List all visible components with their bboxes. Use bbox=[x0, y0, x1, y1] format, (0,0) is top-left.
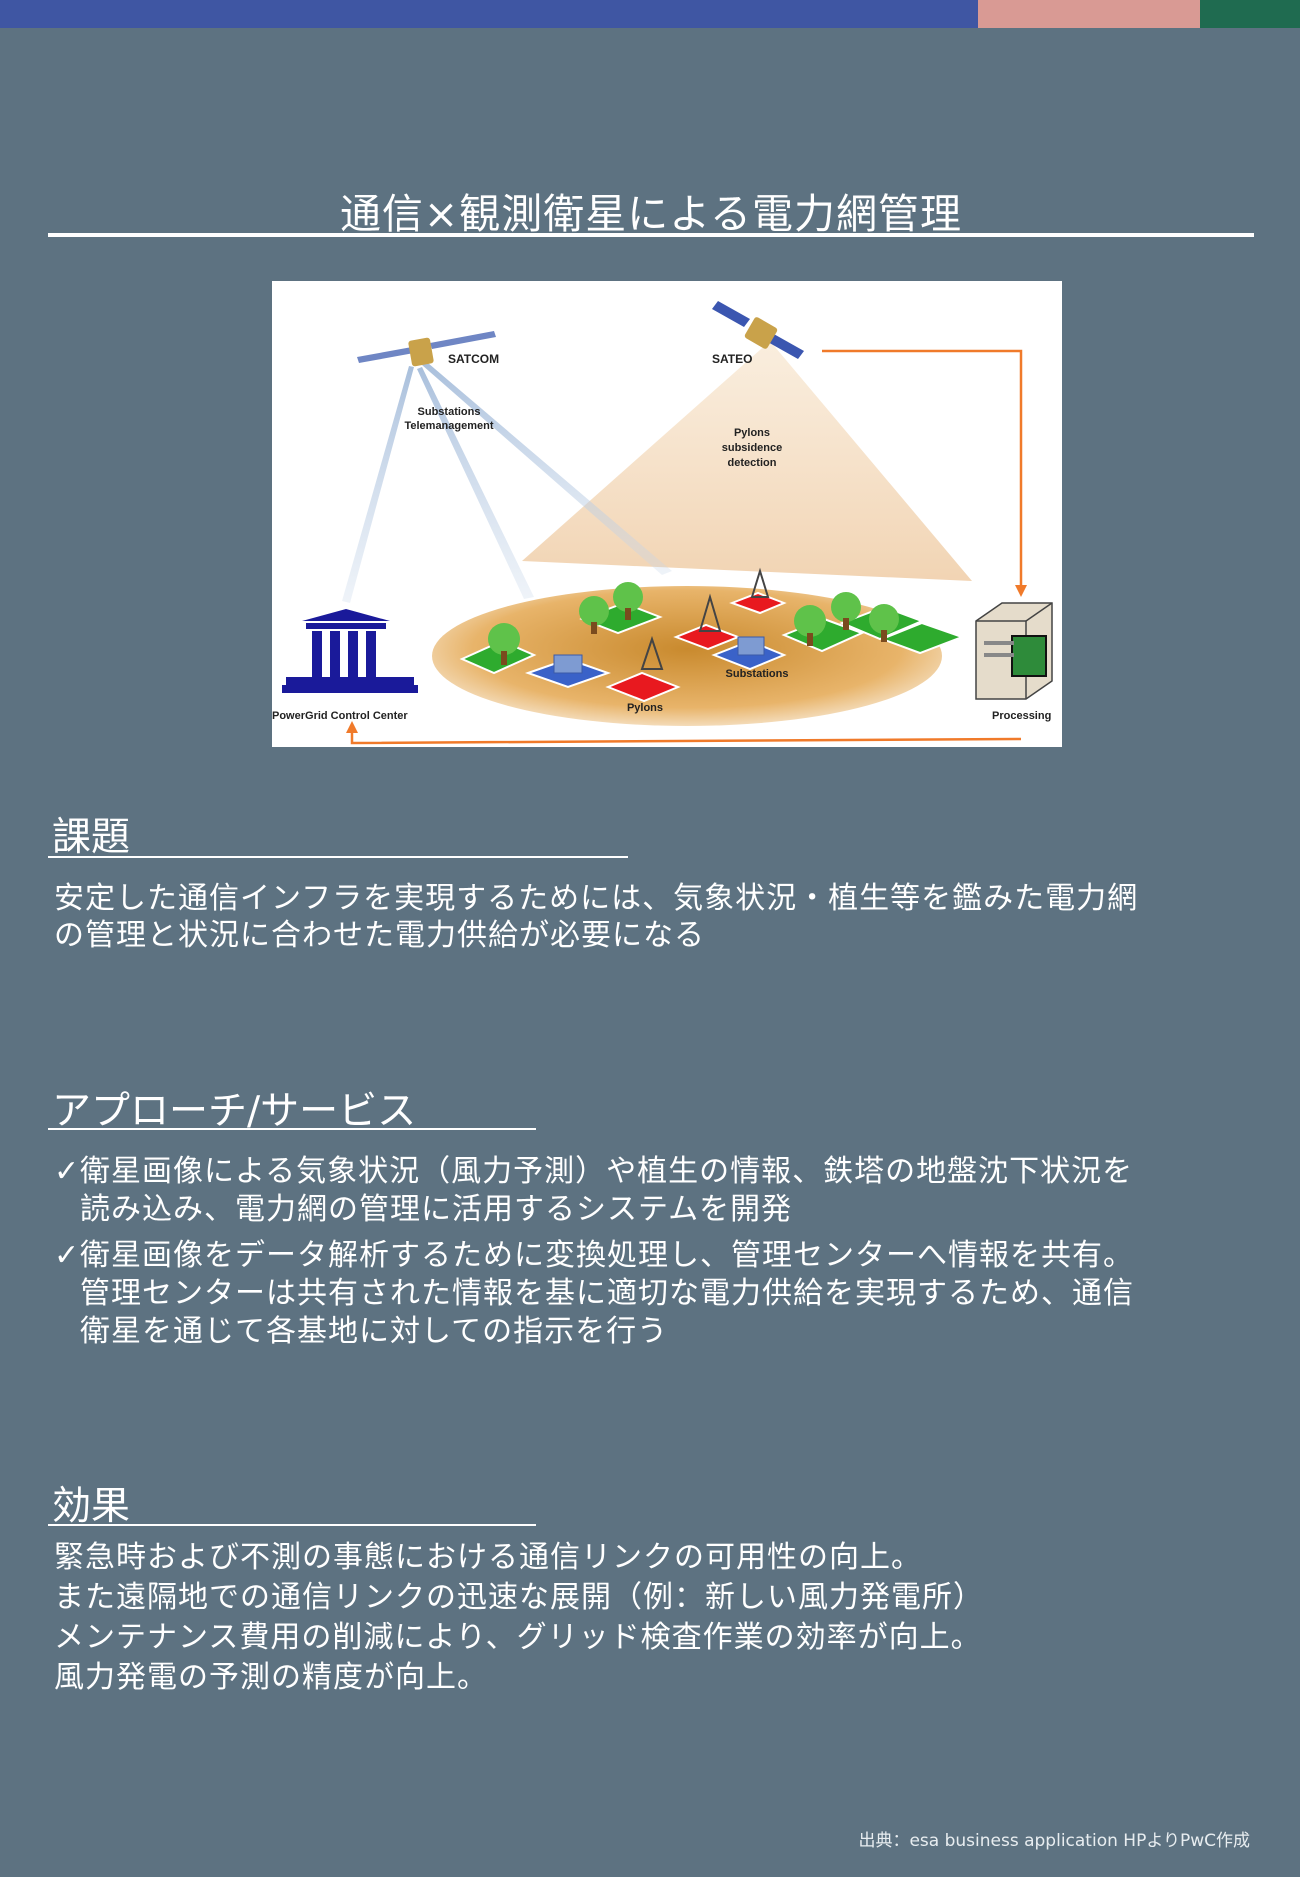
beam-to-control-center bbox=[342, 366, 414, 603]
svg-text:PowerGrid Control Center: PowerGrid Control Center bbox=[272, 710, 408, 722]
top-color-bar bbox=[0, 0, 1300, 28]
svg-text:SATEO: SATEO bbox=[712, 352, 752, 366]
effect-line-1: 緊急時および不測の事態における通信リンクの可用性の向上。 bbox=[54, 1540, 922, 1575]
effect-heading: 効果 bbox=[52, 1484, 131, 1529]
svg-text:Telemanagement: Telemanagement bbox=[404, 420, 493, 432]
beam-to-substation-2 bbox=[422, 363, 672, 575]
top-bar-green bbox=[1200, 0, 1300, 28]
top-bar-pink bbox=[978, 0, 1200, 28]
approach-bullet-2-line-1: 衛星画像をデータ解析するために変換処理し、管理センターへ情報を共有。 bbox=[80, 1238, 1134, 1273]
title-underline bbox=[48, 233, 1254, 237]
approach-bullet-1-line-2: 読み込み、電力網の管理に活用するシステムを開発 bbox=[80, 1192, 793, 1227]
effect-rule bbox=[48, 1524, 536, 1526]
pylon-parcels bbox=[605, 567, 787, 703]
vegetation-parcels bbox=[459, 601, 965, 675]
effect-text: 緊急時および不測の事態における通信リンクの可用性の向上。 また遠隔地での通信リン… bbox=[54, 1538, 1254, 1698]
approach-bullet-1-line-1: 衛星画像による気象状況（風力予測）や植生の情報、鉄塔の地盤沈下状況を bbox=[80, 1154, 1134, 1189]
source-note: 出典：esa business application HPよりPwC作成 bbox=[858, 1831, 1251, 1851]
approach-bullet-2: ✓ 衛星画像をデータ解析するために変換処理し、管理センターへ情報を共有。 管理セ… bbox=[54, 1237, 1254, 1351]
approach-bullet-2-line-3: 衛星を通じて各基地に対しての指示を行う bbox=[80, 1314, 669, 1349]
challenge-line-1: 安定した通信インフラを実現するためには、気象状況・植生等を鑑みた電力網 bbox=[54, 881, 1139, 916]
approach-heading: アプローチ/サービス bbox=[52, 1089, 417, 1134]
control-center-building-icon bbox=[282, 609, 418, 693]
check-icon: ✓ bbox=[54, 1154, 81, 1189]
top-bar-blue bbox=[0, 0, 978, 28]
svg-text:subsidence: subsidence bbox=[722, 442, 783, 454]
sateo-observation-cone bbox=[522, 341, 972, 581]
data-flow-arrow-to-processing bbox=[822, 349, 1023, 589]
svg-text:detection: detection bbox=[728, 457, 777, 469]
svg-text:Pylons: Pylons bbox=[627, 702, 663, 714]
approach-bullet-2-line-2: 管理センターは共有された情報を基に適切な電力供給を実現するため、通信 bbox=[80, 1276, 1134, 1311]
effect-line-3: メンテナンス費用の削減により、グリッド検査作業の効率が向上。 bbox=[54, 1620, 982, 1655]
effect-line-4: 風力発電の予測の精度が向上。 bbox=[54, 1660, 488, 1695]
check-icon: ✓ bbox=[54, 1238, 81, 1273]
processing-server-icon bbox=[975, 602, 1053, 700]
sateo-satellite-icon bbox=[712, 301, 804, 359]
svg-text:Substations: Substations bbox=[726, 668, 789, 680]
data-flow-arrow-to-control bbox=[350, 729, 1022, 745]
svg-text:Processing: Processing bbox=[992, 710, 1051, 722]
approach-rule bbox=[48, 1128, 536, 1130]
tree-icons bbox=[488, 582, 899, 665]
approach-bullet-1: ✓ 衛星画像による気象状況（風力予測）や植生の情報、鉄塔の地盤沈下状況を 読み込… bbox=[54, 1153, 1254, 1229]
effect-line-2: また遠隔地での通信リンクの迅速な展開（例：新しい風力発電所） bbox=[54, 1580, 984, 1615]
challenge-rule bbox=[48, 856, 628, 858]
satellite-grid-diagram: SATCOM SATEO Substations Telemanagement … bbox=[272, 281, 1062, 747]
satcom-satellite-icon bbox=[357, 331, 496, 367]
svg-text:Pylons: Pylons bbox=[734, 427, 770, 439]
svg-text:SATCOM: SATCOM bbox=[448, 352, 499, 366]
challenge-line-2: の管理と状況に合わせた電力供給が必要になる bbox=[54, 918, 705, 953]
beam-to-substation-1 bbox=[417, 367, 534, 599]
svg-text:Substations: Substations bbox=[418, 406, 481, 418]
challenge-heading: 課題 bbox=[52, 815, 131, 860]
challenge-text: 安定した通信インフラを実現するためには、気象状況・植生等を鑑みた電力網 の管理と… bbox=[54, 880, 1254, 954]
substation-icons bbox=[524, 636, 787, 689]
page-title: 通信×観測衛星による電力網管理 bbox=[339, 190, 963, 238]
